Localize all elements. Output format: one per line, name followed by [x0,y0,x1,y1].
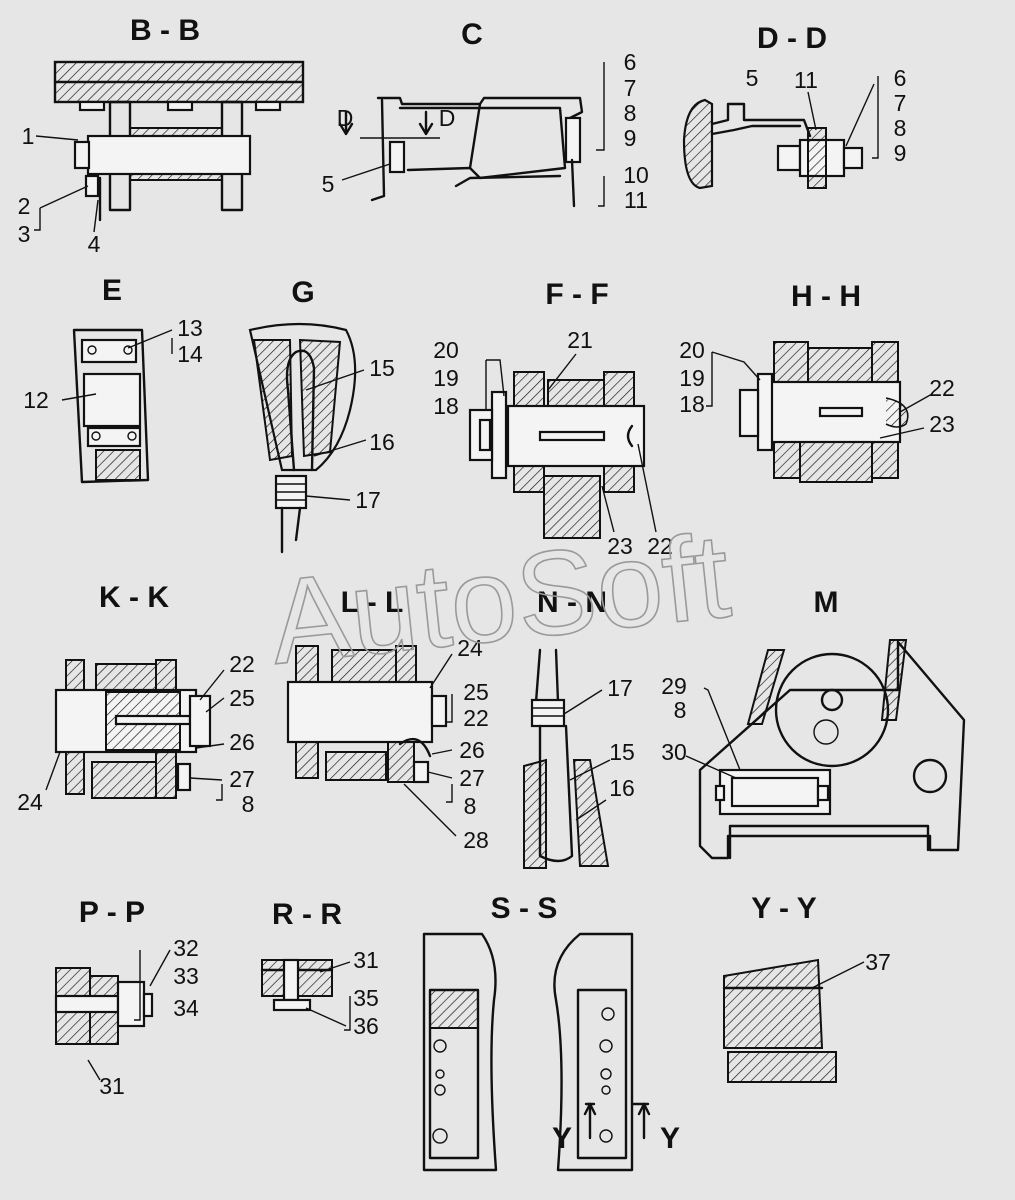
callout-24-kk: 24 [17,789,43,815]
callout-17-g: 17 [355,487,381,513]
view-e [61,328,173,484]
callout-27-kk: 27 [229,766,255,792]
view-kk [45,659,225,801]
view-yy [722,958,865,1083]
callout-8-ll: 8 [464,793,477,819]
view-rr [260,958,351,1031]
title-m: M [814,586,839,619]
title-c: C [461,18,483,51]
callout-14: 14 [177,341,203,367]
callout-17-nn: 17 [607,675,633,701]
callout-5-dd: 5 [746,65,759,91]
callout-27-ll: 27 [459,765,485,791]
callout-34: 34 [173,995,199,1021]
callout-28: 28 [463,827,489,853]
callout-16-g: 16 [369,429,395,455]
callout-15-g: 15 [369,355,395,381]
view-ff [468,353,657,539]
callout-11-dd: 11 [794,67,818,93]
title-ff: F - F [545,278,608,311]
view-m [685,639,966,860]
callout-32: 32 [173,935,199,961]
callout-26-kk: 26 [229,729,255,755]
title-nn: N - N [537,586,607,619]
callout-35: 35 [353,985,379,1011]
title-dd: D - D [757,22,827,55]
callout-12: 12 [23,387,49,413]
title-bb: B - B [130,14,200,47]
callout-6-dd: 6 [894,65,907,91]
callout-7-dd: 7 [894,90,907,116]
callout-7-c: 7 [624,75,637,101]
callout-1: 1 [22,123,35,149]
callout-22-ll: 22 [463,705,489,731]
callout-20-ff: 20 [433,337,459,363]
view-ss [422,932,651,1172]
callout-31-rr: 31 [353,947,379,973]
callout-31-pp: 31 [99,1073,125,1099]
callout-9-dd: 9 [894,140,907,166]
callout-23-hh: 23 [929,411,955,437]
view-bb [34,60,305,233]
title-ll: L - L [341,586,404,619]
callout-24-ll: 24 [457,635,483,661]
view-dd [682,76,879,190]
callout-5-c: 5 [322,171,335,197]
callout-19-ff: 19 [433,365,459,391]
callout-11-c: 11 [624,187,648,213]
view-hh [706,341,933,483]
callout-33: 33 [173,963,199,989]
callout-8-c: 8 [624,100,637,126]
callout-26-ll: 26 [459,737,485,763]
callout-9-c: 9 [624,125,637,151]
title-hh: H - H [791,280,861,313]
callout-36: 36 [353,1013,379,1039]
view-nn [523,648,611,869]
view-c [338,62,605,208]
watermark: AutoSoft [264,508,736,689]
title-yy: Y - Y [751,892,817,925]
title-kk: K - K [99,581,169,614]
callout-30: 30 [661,739,687,765]
callout-22-ff: 22 [647,533,673,559]
callout-37: 37 [865,949,891,975]
callout-4: 4 [88,231,101,257]
callout-22-kk: 22 [229,651,255,677]
title-rr: R - R [272,898,342,931]
view-pp [54,949,171,1081]
callout-6-c: 6 [624,49,637,75]
callout-8-dd: 8 [894,115,907,141]
callout-2: 2 [18,193,31,219]
view-mark-d-left: D [337,105,354,131]
view-g [248,322,367,554]
view-mark-d-right: D [439,105,456,131]
callout-15-nn: 15 [609,739,635,765]
callout-19-hh: 19 [679,365,705,391]
callout-21: 21 [567,327,593,353]
title-e: E [102,274,122,307]
callout-8-m: 8 [674,697,687,723]
view-mark-y-right: Y [660,1122,680,1155]
title-ss: S - S [491,892,558,925]
callout-3: 3 [18,221,31,247]
view-mark-y-left: Y [552,1122,572,1155]
callout-23-ff: 23 [607,533,633,559]
callout-13: 13 [177,315,203,341]
callout-18-ff: 18 [433,393,459,419]
callout-25-ll: 25 [463,679,489,705]
callout-18-hh: 18 [679,391,705,417]
callout-29: 29 [661,673,687,699]
title-pp: P - P [79,896,145,929]
callout-20-hh: 20 [679,337,705,363]
callout-8-kk: 8 [242,791,255,817]
title-g: G [291,276,314,309]
callout-10-c: 10 [623,162,649,188]
callout-22-hh: 22 [929,375,955,401]
view-ll [286,645,457,837]
callout-25-kk: 25 [229,685,255,711]
callout-16-nn: 16 [609,775,635,801]
